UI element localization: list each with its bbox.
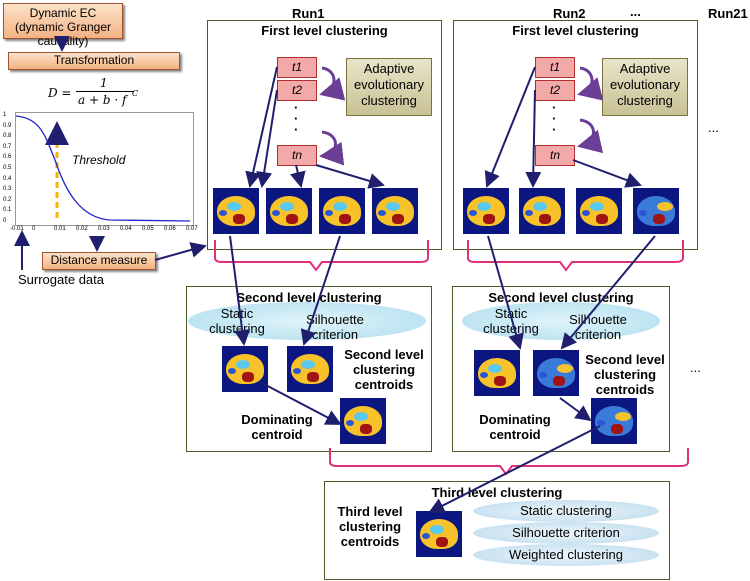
run-dots-label: ...	[630, 4, 641, 19]
brain-run2-3	[576, 188, 622, 234]
y-tick-label: 0.7	[3, 143, 12, 150]
second-centroids-run2: Second level clustering centroids	[585, 352, 665, 397]
brain-dominating-run2	[591, 398, 637, 444]
first-level-title: First level clustering	[512, 23, 639, 38]
formula-denominator: a + b · f	[78, 93, 127, 107]
third-level-title: Third level clustering	[431, 485, 563, 500]
vdots-run1: ···	[294, 100, 299, 137]
y-tick-label: 0.1	[3, 207, 12, 214]
tn-box-run2: tn	[535, 145, 575, 166]
third-method-static: Static clustering	[473, 500, 659, 522]
surrogate-data-label: Surrogate data	[18, 272, 105, 287]
brain-second-run2-1	[474, 350, 520, 396]
brain-second-run1-1	[222, 346, 268, 392]
y-tick-label: 0.8	[3, 133, 12, 140]
y-tick-label: 0.4	[3, 175, 12, 182]
distance-measure-box: Distance measure	[42, 252, 156, 270]
x-tick-label: 0.05	[142, 226, 154, 232]
dynamic-ec-box: Dynamic EC (dynamic Granger causality)	[3, 3, 123, 48]
x-tick-label: 0.01	[54, 226, 66, 232]
x-tick-label: 0.03	[98, 226, 110, 232]
t2-box-run1: t2	[277, 80, 317, 101]
brain-run1-2	[266, 188, 312, 234]
tn-box-run1: tn	[277, 145, 317, 166]
arrow-distance-to-run1	[154, 242, 207, 261]
adaptive-box-run1: Adaptive evolutionary clustering	[346, 58, 432, 116]
brain-run2-2	[519, 188, 565, 234]
third-method-silhouette: Silhouette criterion	[473, 522, 659, 544]
third-centroids-label: Third level clustering centroids	[337, 504, 403, 549]
brain-run1-3	[319, 188, 365, 234]
brain-second-run1-2	[287, 346, 333, 392]
x-tick-label: 0.07	[186, 226, 198, 232]
adaptive-box-run2: Adaptive evolutionary clustering	[602, 58, 688, 116]
y-tick-label: 0	[3, 218, 7, 224]
formula-lhs: D =	[48, 86, 72, 100]
brain-dominating-run1	[340, 398, 386, 444]
silhouette-run2: Silhouette criterion	[569, 312, 627, 342]
t1-box-run2: t1	[535, 57, 575, 78]
ellipsis-right-mid: ...	[690, 360, 701, 375]
formula-numerator: 1	[100, 76, 108, 90]
t2-box-run2: t2	[535, 80, 575, 101]
run21-label: Run21	[708, 6, 748, 21]
second-centroids-run1: Second level clustering centroids	[344, 347, 424, 392]
static-clustering-run2: Static clustering	[483, 306, 539, 336]
transformation-box: Transformation	[8, 52, 180, 70]
run1-label: Run1	[292, 6, 325, 21]
first-level-title: First level clustering	[261, 23, 388, 38]
y-tick-label: 0.9	[3, 122, 12, 129]
brain-run2-1	[463, 188, 509, 234]
dominating-run2: Dominating centroid	[479, 412, 551, 442]
run2-label: Run2	[553, 6, 586, 21]
brain-run1-4	[372, 188, 418, 234]
brain-third-centroid	[416, 511, 462, 557]
brain-run1-1	[213, 188, 259, 234]
third-method-weighted: Weighted clustering	[473, 544, 659, 566]
sigmoid-plot	[15, 112, 194, 226]
x-tick-label: -0.01	[10, 226, 24, 232]
formula-bar	[76, 91, 134, 92]
y-tick-label: 0.6	[3, 154, 12, 161]
x-tick-label: 0.02	[76, 226, 88, 232]
y-tick-label: 0.3	[3, 186, 12, 193]
y-tick-label: 0.5	[3, 165, 12, 171]
static-clustering-run1: Static clustering	[209, 306, 265, 336]
vdots-run2: ···	[552, 100, 557, 137]
ellipsis-right-top: ...	[708, 120, 719, 135]
brain-second-run2-2	[533, 350, 579, 396]
x-tick-label: 0	[32, 226, 36, 232]
y-tick-label: 1	[3, 112, 7, 118]
brain-run2-4	[633, 188, 679, 234]
x-tick-label: 0.06	[164, 226, 176, 232]
y-tick-label: 0.2	[3, 196, 12, 203]
threshold-label: Threshold	[72, 153, 126, 167]
formula-exponent: C	[132, 89, 139, 98]
t1-box-run1: t1	[277, 57, 317, 78]
dominating-run1: Dominating centroid	[241, 412, 313, 442]
x-tick-label: 0.04	[120, 226, 132, 232]
silhouette-run1: Silhouette criterion	[306, 312, 364, 342]
